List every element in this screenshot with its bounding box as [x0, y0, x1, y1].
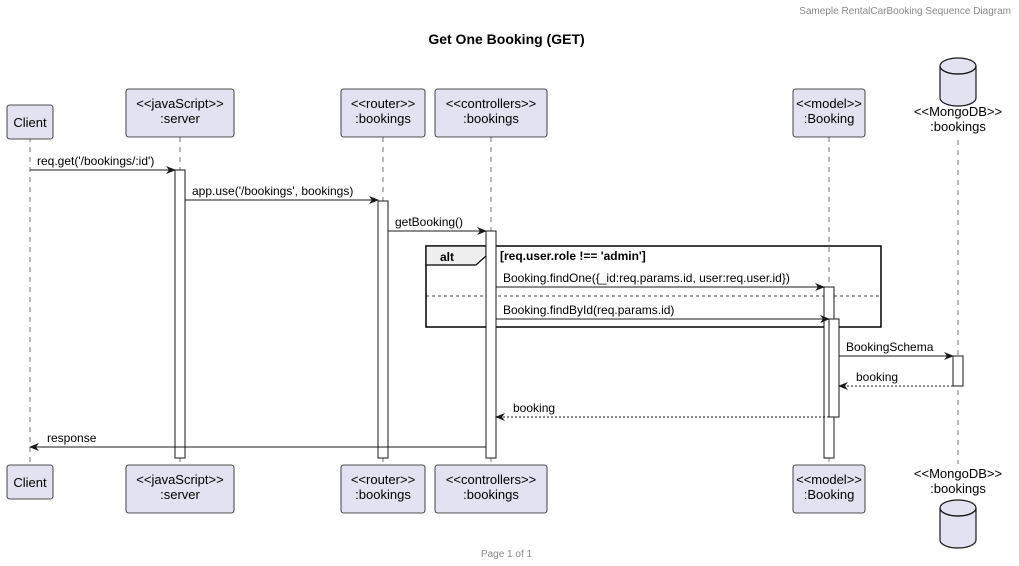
alt-guard: [req.user.role !== 'admin'] [500, 249, 646, 263]
message-label: booking [856, 370, 898, 384]
participant-box-client [6, 104, 54, 140]
participant-label-server: :server [160, 487, 200, 502]
activation-bar-model [828, 318, 840, 418]
participant-label-router: :bookings [355, 487, 411, 502]
page-indicator: Page 1 of 1 [480, 549, 533, 560]
message-label: req.get('/bookings/:id') [37, 154, 154, 168]
participant-box-server [125, 88, 235, 138]
database-icon [939, 66, 977, 107]
participant-label-server: :server [160, 111, 200, 126]
participant-label-controllers: <<controllers>> [446, 472, 536, 487]
database-icon [939, 508, 977, 549]
participant-box-controllers [434, 464, 548, 514]
participant-label-server: <<javaScript>> [136, 472, 223, 487]
participant-box-controllers [434, 88, 548, 138]
participant-label-mongodb: <<MongoDB>> [914, 466, 1002, 481]
message-label: booking [513, 401, 555, 415]
message-label: getBooking() [395, 215, 463, 229]
message-label: Booking.findById(req.params.id) [503, 303, 674, 317]
participant-label-controllers: <<controllers>> [446, 96, 536, 111]
alt-keyword: alt [440, 250, 454, 264]
activation-bar-server [174, 169, 186, 459]
participant-label-mongodb: :bookings [930, 481, 986, 496]
participant-label-model: <<model>> [796, 472, 862, 487]
participant-label-router: <<router>> [351, 96, 415, 111]
message-label: Booking.findOne({_id:req.params.id, user… [503, 271, 790, 285]
participant-box-model [792, 464, 866, 514]
message-label: BookingSchema [846, 340, 934, 354]
diagram-title: Get One Booking (GET) [428, 31, 585, 47]
participant-box-router [340, 88, 426, 138]
alt-fragment-tab [425, 245, 487, 266]
participant-label-client: Client [13, 115, 47, 130]
participant-box-model [792, 88, 866, 138]
participant-label-router: <<router>> [351, 472, 415, 487]
message-label: response [47, 431, 97, 445]
participant-label-controllers: :bookings [463, 487, 519, 502]
participant-box-router [340, 464, 426, 514]
participant-label-client: Client [13, 475, 47, 490]
activation-bar-controllers [485, 230, 497, 459]
participant-label-model: :Booking [804, 487, 855, 502]
participant-box-client [6, 464, 54, 500]
activation-bar-router [377, 200, 389, 459]
participant-label-server: <<javaScript>> [136, 96, 223, 111]
participant-box-server [125, 464, 235, 514]
participant-label-model: <<model>> [796, 96, 862, 111]
participant-label-model: :Booking [804, 111, 855, 126]
participant-label-mongodb: <<MongoDB>> [914, 104, 1002, 119]
participant-label-router: :bookings [355, 111, 411, 126]
participant-label-controllers: :bookings [463, 111, 519, 126]
diagram-caption: Sameple RentalCarBooking Sequence Diagra… [799, 6, 1011, 17]
alt-fragment [425, 245, 882, 328]
participant-label-mongodb: :bookings [930, 119, 986, 134]
message-label: app.use('/bookings', bookings) [192, 184, 353, 198]
activation-bar-mongodb [952, 355, 964, 387]
